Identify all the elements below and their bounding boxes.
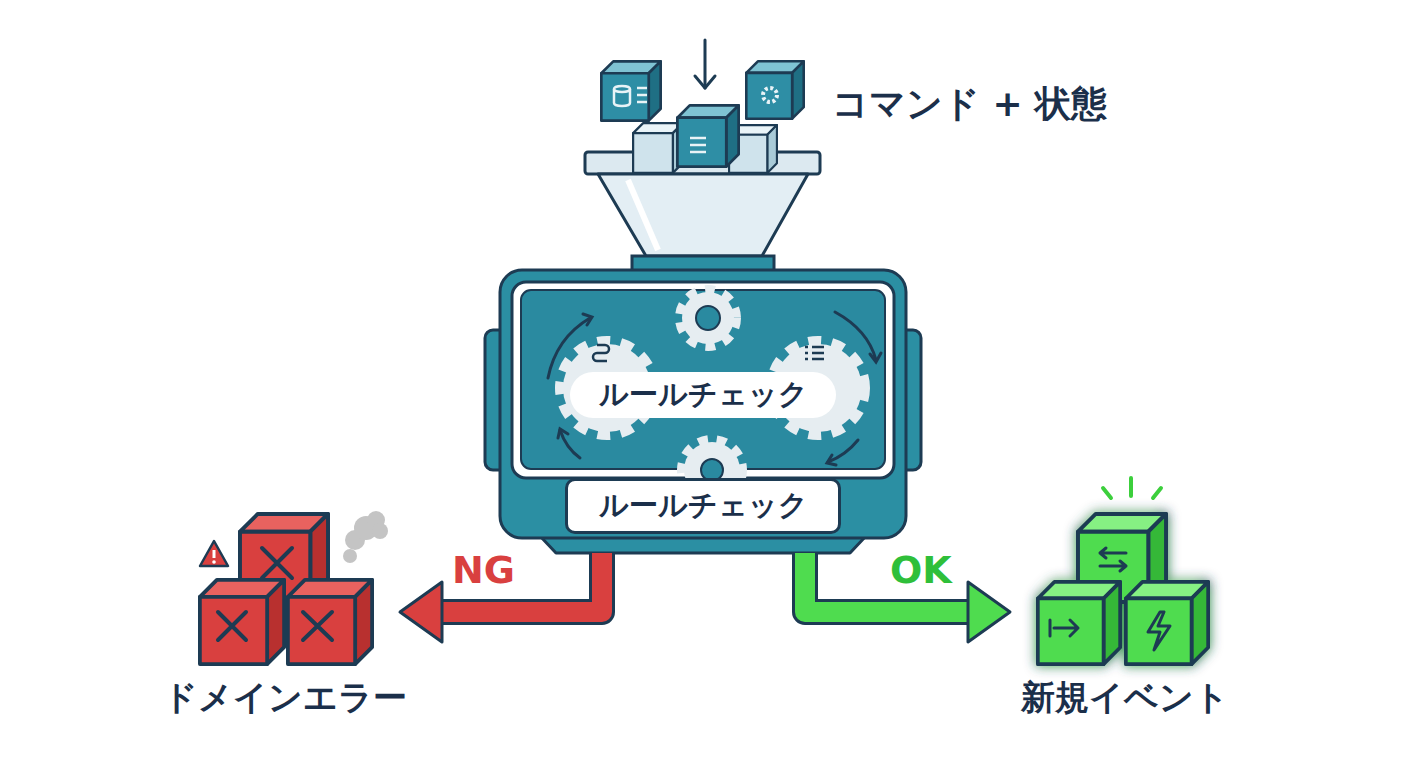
event-output: 新規イベント <box>1010 475 1240 725</box>
node-label: コマンド + 状態 <box>832 80 1107 129</box>
gears <box>563 292 862 498</box>
node-label: 新規イベント <box>990 675 1260 721</box>
cube-icons <box>614 86 777 106</box>
error-marks <box>218 548 332 640</box>
machine-body <box>500 270 906 538</box>
rule-pill: ルールチェック <box>570 372 836 418</box>
input-arrow <box>695 40 715 88</box>
error-cubes <box>200 514 372 664</box>
input-group: コマンド + 状態 <box>600 10 1125 40</box>
glow-rays <box>1103 478 1161 498</box>
rule-plate: ルールチェック <box>565 478 841 534</box>
funnel-cone <box>598 174 808 256</box>
smoke-puff <box>343 511 388 563</box>
warning-icon <box>200 541 228 566</box>
funnel-highlight <box>628 180 658 250</box>
rotation-arrows <box>548 312 881 465</box>
edge-label: NG <box>452 548 515 592</box>
falling-cube <box>677 105 738 166</box>
event-icons <box>1050 548 1170 650</box>
error-output: ドメインエラー <box>170 510 400 725</box>
edge-label: OK <box>890 548 952 592</box>
node-label: ドメインエラー <box>140 675 430 721</box>
event-cubes <box>1038 514 1208 664</box>
cube-icon <box>690 138 706 152</box>
rule-machine: ルールチェックルールチェック <box>485 88 925 553</box>
